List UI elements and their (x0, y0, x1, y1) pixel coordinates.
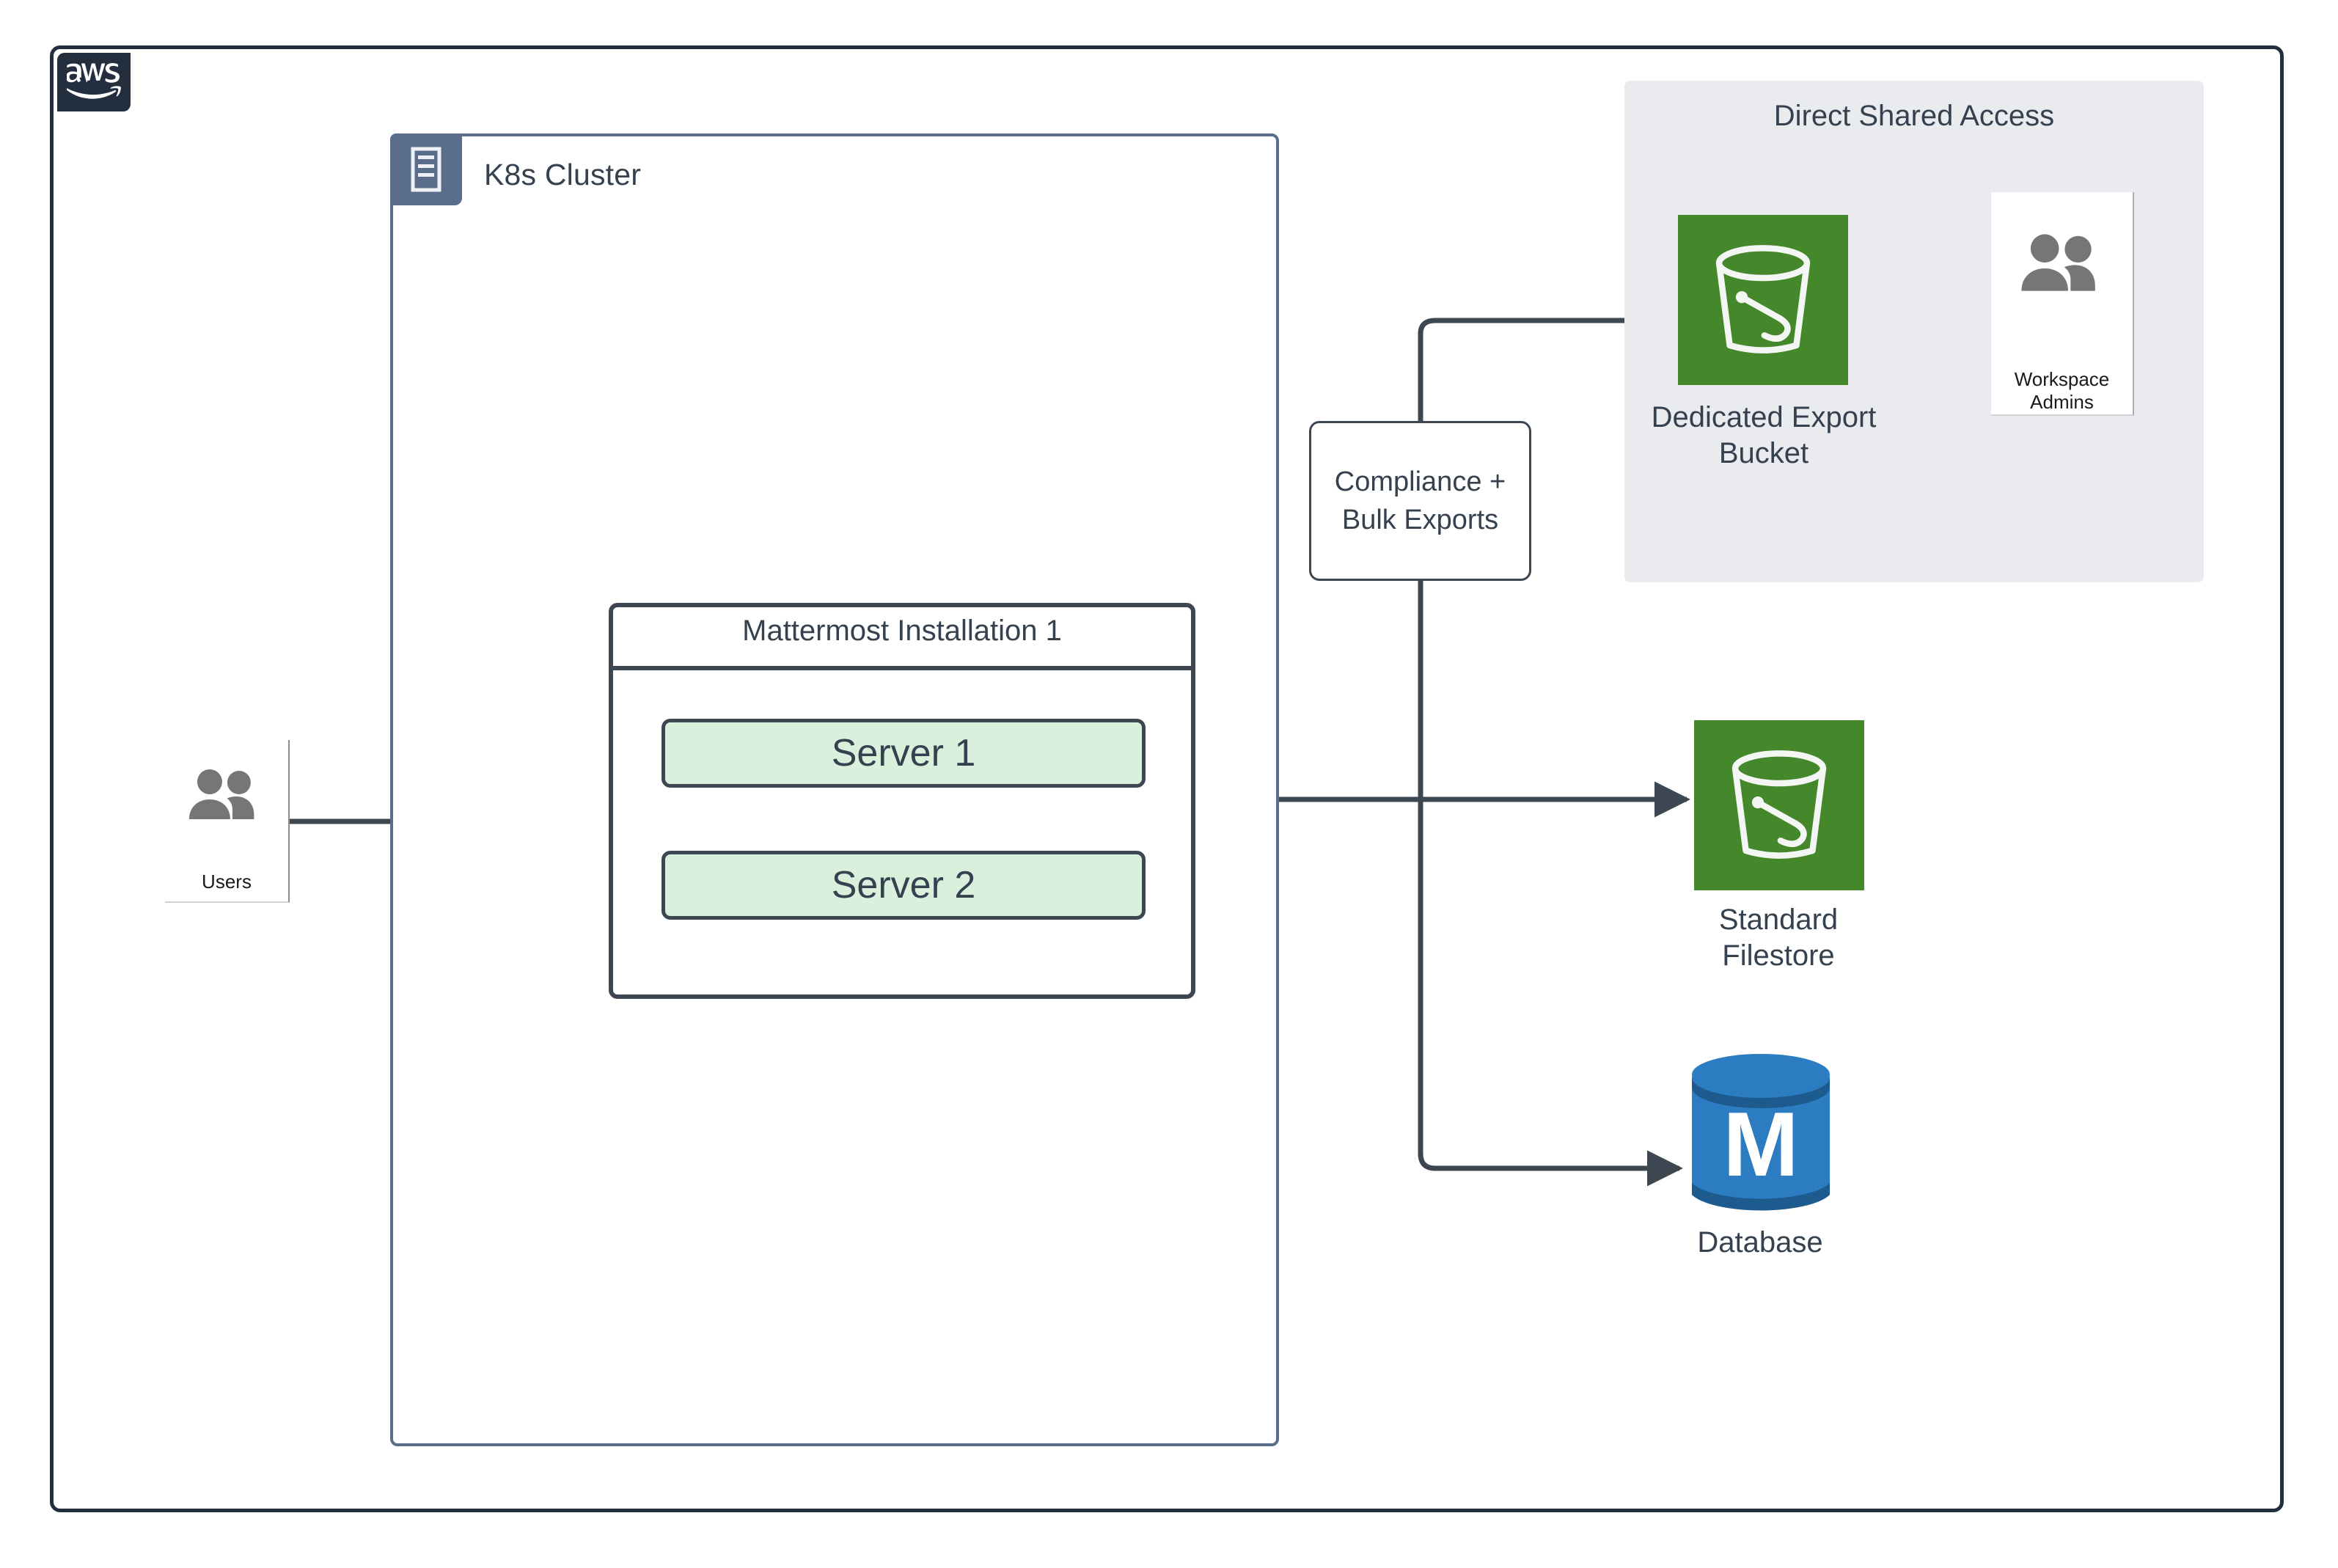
s3-bucket-icon[interactable] (1678, 215, 1848, 385)
s3-bucket-icon[interactable] (1694, 720, 1864, 890)
server-rack-icon (390, 133, 462, 205)
export-bucket-line-1: Dedicated Export (1651, 401, 1877, 433)
svg-text:M: M (1723, 1094, 1798, 1195)
filestore-line-2: Filestore (1722, 939, 1835, 972)
installation-header-divider (612, 666, 1192, 670)
users-icon (188, 769, 254, 819)
server-1-box[interactable]: Server 1 (662, 719, 1146, 788)
workspace-admins-node[interactable]: Workspace Admins (1991, 192, 2134, 416)
compliance-line-1: Compliance + (1334, 466, 1506, 497)
filestore-line-1: Standard (1718, 904, 1839, 936)
users-icon (2020, 234, 2095, 291)
direct-shared-access-title: Direct Shared Access (1773, 100, 2055, 132)
dedicated-export-bucket-label: Dedicated Export Bucket (1577, 400, 1951, 472)
edge-compliance-trunk-lower (1418, 581, 1683, 1187)
k8s-cluster-label: K8s Cluster (484, 158, 642, 191)
workspace-admins-label: Workspace Admins (2014, 368, 2110, 413)
mattermost-installation-container (609, 603, 1195, 999)
mattermost-database-icon[interactable]: M (1689, 1054, 1833, 1215)
database-label: Database (1697, 1226, 1823, 1259)
aws-logo-icon (57, 53, 131, 111)
compliance-line-2: Bulk Exports (1341, 505, 1499, 535)
standard-filestore-label: Standard Filestore (1591, 902, 1965, 974)
compliance-bulk-exports-node[interactable]: Compliance + Bulk Exports (1309, 421, 1531, 581)
server-2-box[interactable]: Server 2 (662, 851, 1146, 920)
users-label: Users (202, 871, 252, 893)
aws-cloud-frame (50, 45, 2284, 1512)
mattermost-installation-title: Mattermost Installation 1 (742, 615, 1062, 647)
export-bucket-line-2: Bucket (1718, 436, 1809, 469)
edge-compliance-trunk-upper (1418, 302, 1670, 421)
users-node[interactable]: Users (165, 740, 290, 903)
